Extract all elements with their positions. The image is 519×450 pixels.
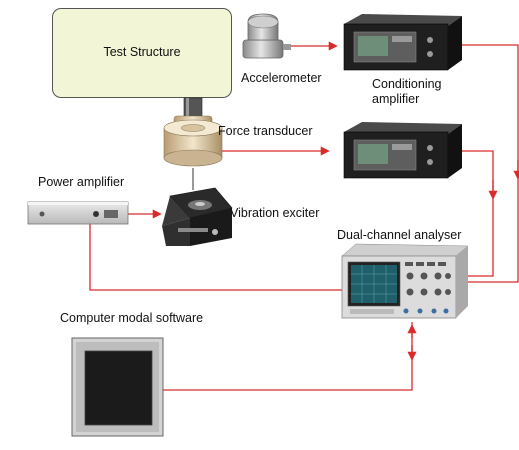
dual-channel-analyser-image xyxy=(341,243,469,319)
force-transducer-label: Force transducer xyxy=(218,124,313,138)
signal-lines xyxy=(89,41,519,391)
vibration-exciter-label: Vibration exciter xyxy=(230,206,320,220)
conditioning-amplifier-label-line2: amplifier xyxy=(372,92,420,106)
analyser-to-power-amp-line xyxy=(89,224,342,291)
vibration-exciter-image xyxy=(162,187,233,246)
power-amplifier-image xyxy=(27,201,129,225)
test-structure-block: Test Structure xyxy=(52,8,232,98)
force-transducer-image xyxy=(163,97,223,167)
computer-modal-software-label: Computer modal software xyxy=(60,311,204,325)
conditioning-amplifier-image xyxy=(343,14,462,71)
power-amplifier-label: Power amplifier xyxy=(38,175,125,189)
test-structure-label: Test Structure xyxy=(103,45,181,59)
accelerometer-label: Accelerometer xyxy=(241,71,322,85)
dual-channel-analyser-label: Dual-channel analyser xyxy=(337,228,462,242)
force-amplifier-image xyxy=(343,122,462,179)
analyser-to-computer-line xyxy=(163,322,413,391)
force-amp-to-analyser-line xyxy=(460,150,494,277)
conditioning-amplifier-label-line1: Conditioning xyxy=(372,77,442,91)
conditioning-to-analyser-line xyxy=(460,44,519,283)
computer-monitor-image xyxy=(71,337,164,437)
accelerometer-image xyxy=(242,13,291,59)
